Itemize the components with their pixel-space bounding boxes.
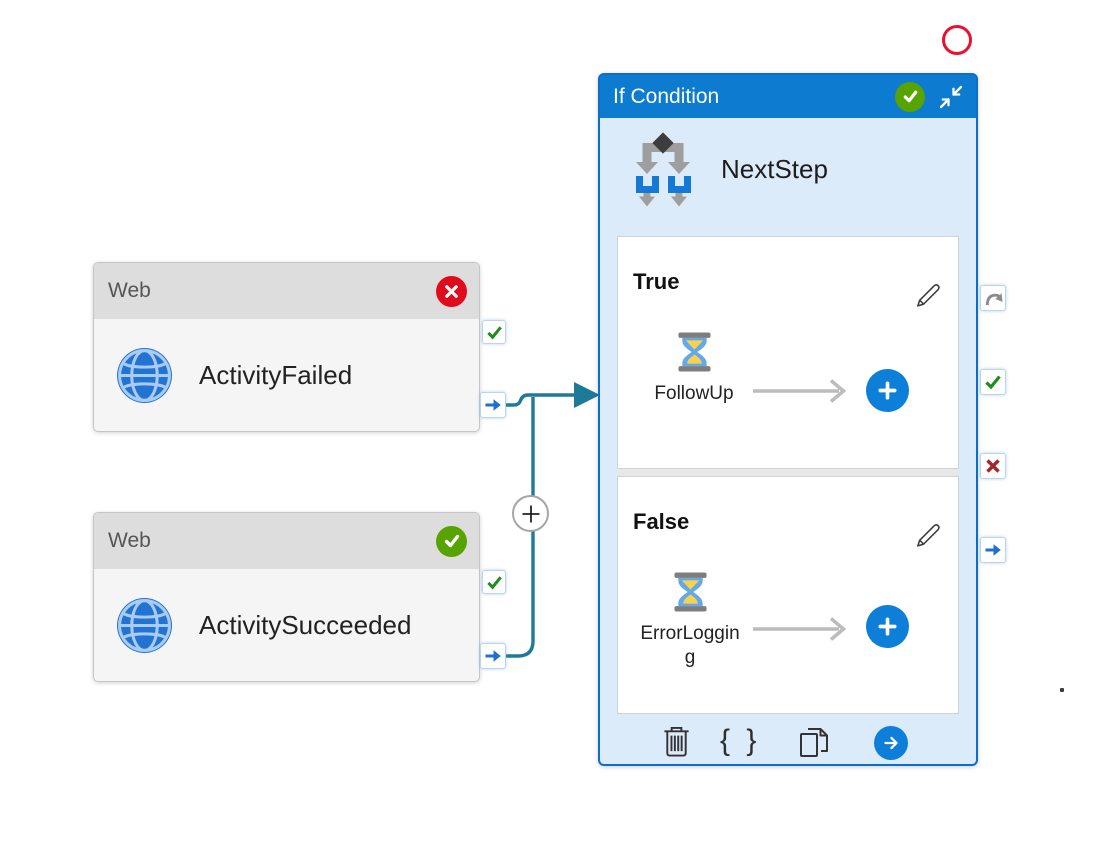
web1-output-port[interactable] (480, 392, 506, 418)
if-completion-port[interactable] (980, 285, 1006, 311)
web2-output-port[interactable] (480, 643, 506, 669)
web-globe-icon (117, 347, 172, 403)
false-branch-card[interactable]: False ErrorLogging (617, 476, 959, 714)
web2-success-port[interactable] (482, 570, 506, 594)
stray-dot (1060, 688, 1064, 692)
inner-activity-name: ErrorLogging (640, 623, 740, 668)
status-failed-icon (436, 275, 467, 307)
activity-type-label: Web (108, 529, 151, 552)
plus-icon (878, 617, 897, 636)
inner-activity-followup[interactable]: FollowUp (646, 332, 742, 406)
web1-success-port[interactable] (482, 320, 506, 344)
add-activity-true-button[interactable] (866, 369, 909, 412)
code-braces-icon[interactable]: { } (720, 724, 761, 757)
wait-hourglass-icon (673, 572, 707, 612)
if-condition-name: NextStep (721, 153, 828, 184)
collapse-icon[interactable] (938, 84, 964, 110)
activity-type-label: Web (108, 279, 151, 302)
inner-activity-errorlogging[interactable]: ErrorLogging (638, 572, 742, 670)
web-globe-icon (117, 597, 172, 653)
status-succeeded-icon (436, 525, 467, 557)
add-activity-on-line-button[interactable] (512, 495, 549, 532)
activity-name: ActivitySucceeded (199, 609, 412, 640)
flow-arrow (753, 617, 847, 641)
if-failure-port[interactable] (980, 453, 1006, 479)
inner-activity-name: FollowUp (654, 383, 734, 404)
true-branch-label: True (633, 269, 680, 294)
arrow-right-icon (884, 736, 898, 750)
if-success-port[interactable] (980, 369, 1006, 395)
activity-node-if-condition[interactable]: If Condition (598, 73, 978, 766)
if-condition-type-label: If Condition (613, 84, 720, 108)
if-condition-summary: NextStep (621, 131, 828, 207)
wait-hourglass-icon (677, 332, 711, 372)
if-condition-icon (636, 132, 691, 207)
if-output-port[interactable] (980, 537, 1006, 563)
edit-true-branch-icon[interactable] (911, 277, 942, 308)
true-branch-card[interactable]: True FollowUp (617, 236, 959, 469)
delete-icon[interactable] (661, 723, 692, 759)
branch-separator (617, 469, 959, 476)
copy-icon[interactable] (797, 725, 831, 760)
plus-icon (878, 381, 897, 400)
add-activity-false-button[interactable] (866, 605, 909, 648)
status-succeeded-icon (895, 81, 925, 112)
edit-false-branch-icon[interactable] (911, 517, 942, 548)
plus-icon (522, 505, 539, 522)
false-branch-label: False (633, 509, 690, 534)
activity-body: ActivitySucceeded (94, 569, 479, 681)
activity-node-activityfailed[interactable]: Web ActivityFailed (93, 262, 480, 432)
flow-arrow (753, 379, 847, 403)
activity-header: Web (94, 513, 479, 569)
activity-body: ActivityFailed (94, 319, 479, 431)
activity-header: Web (94, 263, 479, 319)
annotation-red-circle (942, 25, 972, 55)
if-condition-header: If Condition (600, 75, 976, 118)
add-output-icon[interactable] (874, 726, 908, 760)
activity-node-activitysucceeded[interactable]: Web ActivitySucceeded (93, 512, 480, 682)
activity-name: ActivityFailed (199, 359, 353, 390)
